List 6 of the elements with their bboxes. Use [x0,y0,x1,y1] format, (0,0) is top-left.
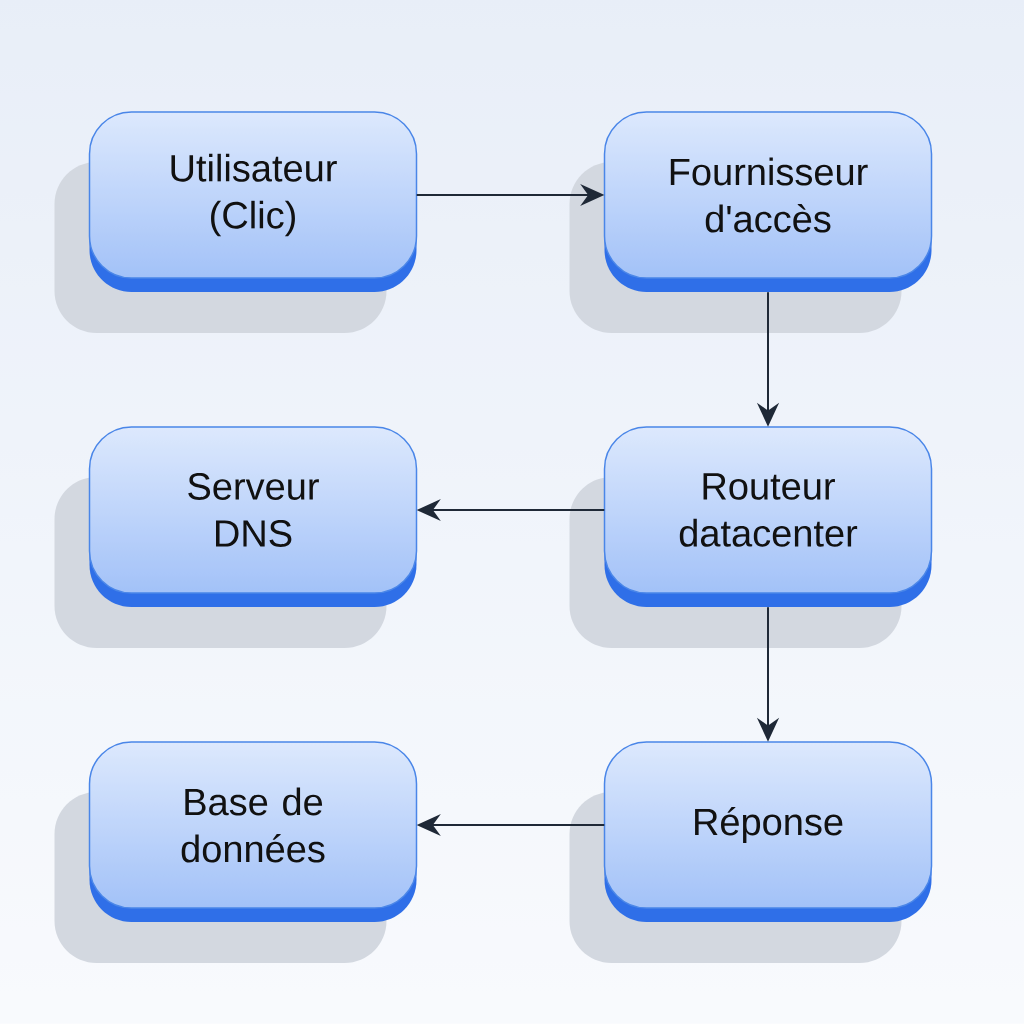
process-box: Utilisateur (Clic) [54,111,418,333]
process-box: Base de données [54,741,418,963]
process-box: Réponse [569,741,933,963]
process-box: Serveur DNS [54,426,418,648]
process-box: Fournisseur d'accès [569,111,933,333]
process-box: Routeur datacenter [569,426,933,648]
